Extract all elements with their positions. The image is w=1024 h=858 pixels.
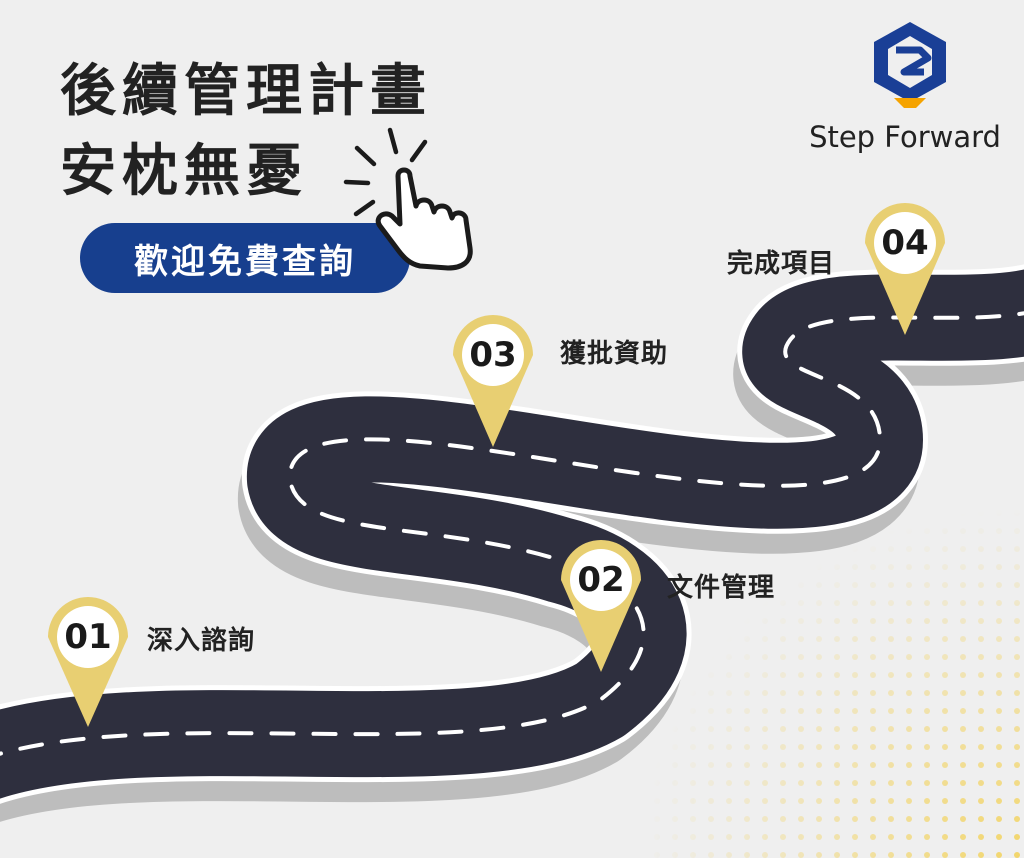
headline-line-1: 後續管理計畫 <box>60 59 432 124</box>
pin-04-number: 04 <box>881 223 928 263</box>
pin-01-number: 01 <box>64 617 111 657</box>
brand-name: Step Forward <box>809 120 1001 154</box>
headline: 後續管理計畫 安枕無憂 <box>60 52 432 212</box>
step-01-label: 深入諮詢 <box>147 626 256 656</box>
free-inquiry-button[interactable]: 歡迎免費查詢 <box>80 223 410 293</box>
step-02-label: 文件管理 <box>667 573 776 603</box>
road-center-line <box>0 311 1024 756</box>
pin-03: 03 <box>453 315 533 447</box>
pin-03-number: 03 <box>469 335 516 375</box>
pin-02: 02 <box>561 540 641 672</box>
pin-04: 04 <box>865 203 945 335</box>
step-03-label: 獲批資助 <box>560 339 669 369</box>
pin-01: 01 <box>48 597 128 727</box>
headline-line-2: 安枕無憂 <box>60 139 308 204</box>
pin-02-number: 02 <box>577 560 624 600</box>
step-04-label: 完成項目 <box>727 249 836 279</box>
